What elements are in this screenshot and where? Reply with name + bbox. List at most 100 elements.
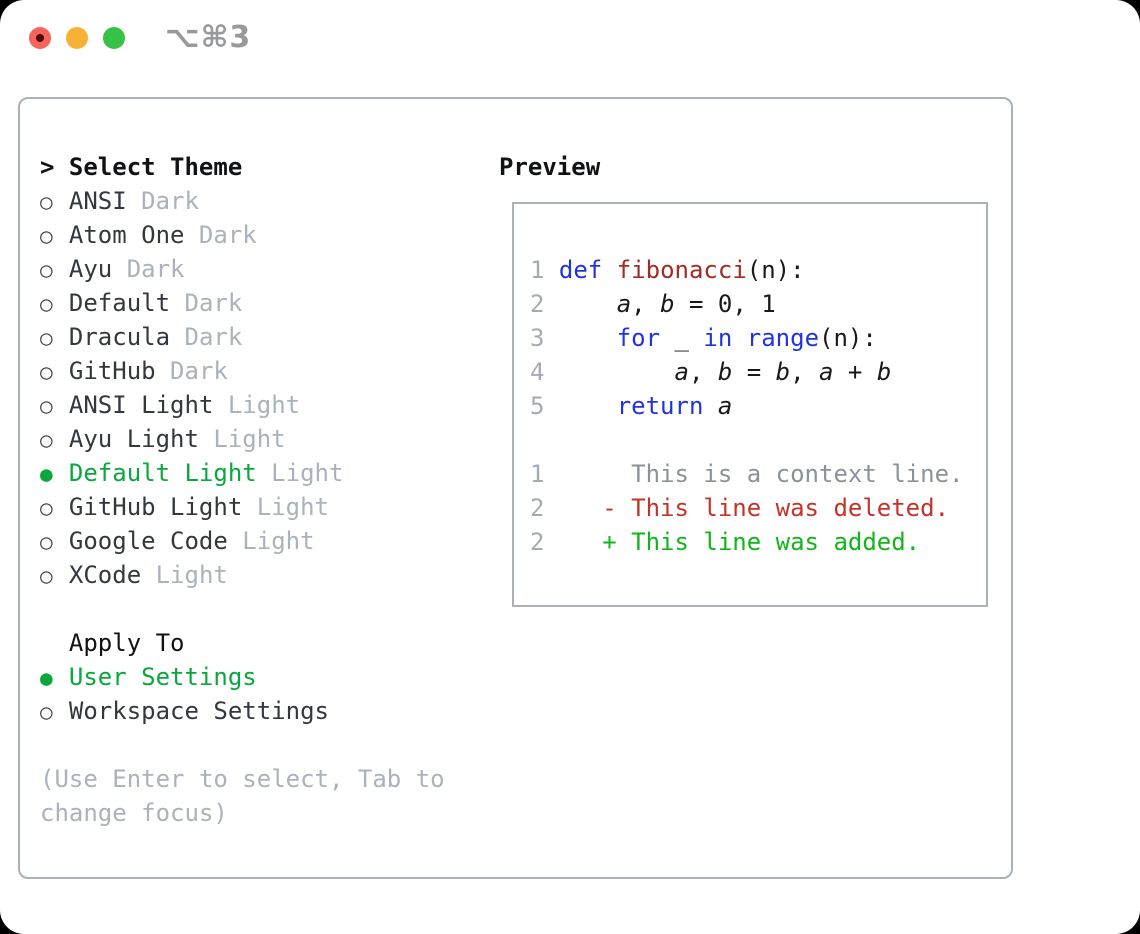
code-token: [559, 358, 675, 386]
code-line: 2 a, b = 0, 1: [530, 287, 986, 321]
code-line: 3 for _ in range(n):: [530, 321, 986, 355]
theme-option[interactable]: ○Ayu Light Light: [40, 422, 445, 456]
radio-unselected-icon: ○: [40, 190, 53, 214]
close-button[interactable]: [29, 27, 51, 49]
theme-selector-panel: >Select Theme ○ANSI Dark○Atom One Dark○A…: [18, 97, 1013, 879]
line-number: 2: [530, 290, 545, 318]
code-token: ,: [688, 358, 718, 386]
line-number: 5: [530, 392, 545, 420]
radio-unselected-icon: ○: [40, 530, 53, 554]
line-number: 2: [530, 528, 545, 556]
diff-line-deleted: 2 - This line was deleted.: [530, 491, 986, 525]
theme-variant-label: Light: [198, 425, 286, 453]
theme-variant-label: Dark: [112, 255, 185, 283]
diff-line-context: 1 This is a context line.: [530, 457, 986, 491]
code-token: def: [558, 256, 603, 284]
theme-variant-label: Light: [213, 391, 301, 419]
diff-line-added: 2 + This line was added.: [530, 525, 986, 559]
radio-selected-icon: ●: [40, 666, 53, 690]
code-token: range: [746, 324, 820, 352]
apply-to-header: Apply To: [40, 626, 445, 660]
line-number: 1: [530, 256, 545, 284]
theme-variant-label: Dark: [170, 289, 243, 317]
select-theme-header: >Select Theme: [40, 150, 445, 184]
theme-name-label: GitHub Light: [68, 493, 243, 521]
code-gap: [544, 290, 558, 318]
theme-name-label: XCode: [68, 561, 142, 589]
code-token: a: [717, 392, 733, 420]
code-line: 5 return a: [530, 389, 986, 423]
theme-variant-label: Light: [141, 561, 228, 589]
apply-to-title: Apply To: [68, 629, 185, 657]
theme-name-label: ANSI Light: [68, 391, 214, 419]
code-line: 1 def fibonacci(n):: [530, 253, 986, 287]
theme-option[interactable]: ○ XCode Light: [40, 558, 445, 592]
radio-unselected-icon: ○: [40, 496, 53, 520]
diff-text: + This line was added.: [544, 528, 921, 556]
code-token: [559, 392, 617, 420]
help-text-line-1: (Use Enter to select, Tab to: [40, 765, 445, 793]
code-token: fibonacci: [616, 256, 747, 284]
theme-name-label: Ayu: [68, 255, 113, 283]
radio-unselected-icon: ○: [40, 326, 53, 350]
theme-name-label: Default Light: [68, 459, 257, 487]
theme-option[interactable]: ○ GitHub Light Light: [40, 490, 445, 524]
window-title-shortcut: ⌥⌘3: [165, 20, 252, 55]
radio-unselected-icon: ○: [40, 564, 53, 588]
theme-option[interactable]: ○ ANSI Light Light: [40, 388, 445, 422]
preview-title: Preview: [499, 153, 601, 181]
code-token: return: [616, 392, 704, 420]
theme-option[interactable]: ○GitHub Dark: [40, 354, 445, 388]
theme-option[interactable]: ○Google Code Light: [40, 524, 445, 558]
code-token: b: [717, 358, 733, 386]
theme-option[interactable]: ●Default Light Light: [40, 456, 445, 490]
diff-text: - This line was deleted.: [544, 494, 950, 522]
apply-to-option[interactable]: ● User Settings: [40, 660, 445, 694]
theme-list: ○ANSI Dark○Atom One Dark○Ayu Dark○Defaul…: [40, 184, 445, 592]
code-token: ,: [790, 358, 820, 386]
zoom-button[interactable]: [103, 27, 125, 49]
theme-variant-label: Dark: [170, 323, 243, 351]
apply-to-option[interactable]: ○Workspace Settings: [40, 694, 445, 728]
code-token: [602, 256, 616, 284]
theme-option[interactable]: ○ Dracula Dark: [40, 320, 445, 354]
theme-option[interactable]: ○Default Dark: [40, 286, 445, 320]
code-gap: [544, 324, 558, 352]
spacer: [40, 592, 445, 626]
code-token: [559, 290, 617, 318]
code-gap: [544, 392, 558, 420]
radio-unselected-icon: ○: [40, 394, 53, 418]
code-gap: [544, 256, 558, 284]
code-token: b: [775, 358, 791, 386]
apply-to-option-label: User Settings: [68, 663, 257, 691]
code-token: a: [674, 358, 689, 386]
left-column: >Select Theme ○ANSI Dark○Atom One Dark○A…: [40, 150, 445, 830]
select-theme-title: Select Theme: [68, 153, 243, 181]
help-text-line-2: change focus): [40, 799, 228, 827]
line-number: 4: [530, 358, 545, 386]
code-token: ,: [631, 290, 661, 318]
code-token: in: [703, 324, 733, 352]
line-number: 3: [530, 324, 545, 352]
radio-unselected-icon: ○: [40, 258, 53, 282]
theme-variant-label: Light: [242, 493, 329, 521]
line-number: 1: [530, 460, 545, 488]
code-token: (n):: [819, 324, 877, 352]
code-token: [559, 324, 617, 352]
radio-unselected-icon: ○: [40, 224, 53, 248]
radio-unselected-icon: ○: [40, 360, 53, 384]
apply-to-option-label: Workspace Settings: [68, 697, 329, 725]
theme-option[interactable]: ○ANSI Dark: [40, 184, 445, 218]
apply-to-list: ● User Settings ○Workspace Settings: [40, 660, 445, 728]
theme-name-label: Atom One: [68, 221, 185, 249]
code-token: for: [616, 324, 661, 352]
titlebar: ⌥⌘3: [0, 0, 1140, 97]
code-token: a: [616, 290, 632, 318]
code-token: +: [833, 358, 877, 386]
minimize-button[interactable]: [66, 27, 88, 49]
theme-option[interactable]: ○Atom One Dark: [40, 218, 445, 252]
theme-option[interactable]: ○ Ayu Dark: [40, 252, 445, 286]
theme-name-label: Dracula: [68, 323, 171, 351]
code-token: [732, 324, 746, 352]
code-token: [703, 392, 717, 420]
